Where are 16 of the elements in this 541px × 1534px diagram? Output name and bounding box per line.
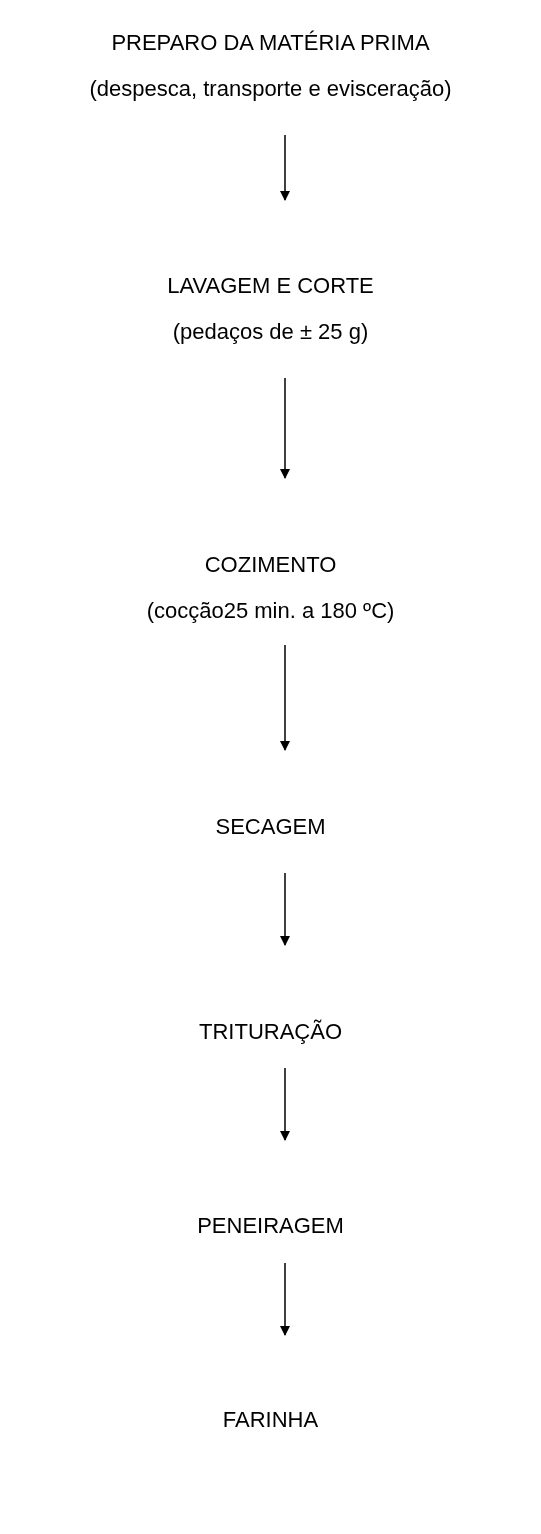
arrow (280, 644, 290, 751)
step-title: FARINHA (222, 1406, 319, 1434)
arrow (280, 377, 290, 479)
step-title: TRITURAÇÃO (199, 1018, 342, 1046)
step-note: (pedaços de ± 25 g) (172, 318, 369, 346)
arrow (280, 1262, 290, 1336)
arrow (280, 134, 290, 201)
arrow (280, 872, 290, 946)
step-title: SECAGEM (215, 813, 326, 841)
step-title: LAVAGEM E CORTE (167, 272, 374, 300)
step-note: (cocção25 min. a 180 ºC) (146, 597, 395, 625)
step-title: PREPARO DA MATÉRIA PRIMA (111, 29, 430, 57)
arrow (280, 1067, 290, 1141)
step-note: (despesca, transporte e evisceração) (89, 75, 452, 103)
step-title: COZIMENTO (204, 551, 337, 579)
step-title: PENEIRAGEM (197, 1212, 344, 1240)
